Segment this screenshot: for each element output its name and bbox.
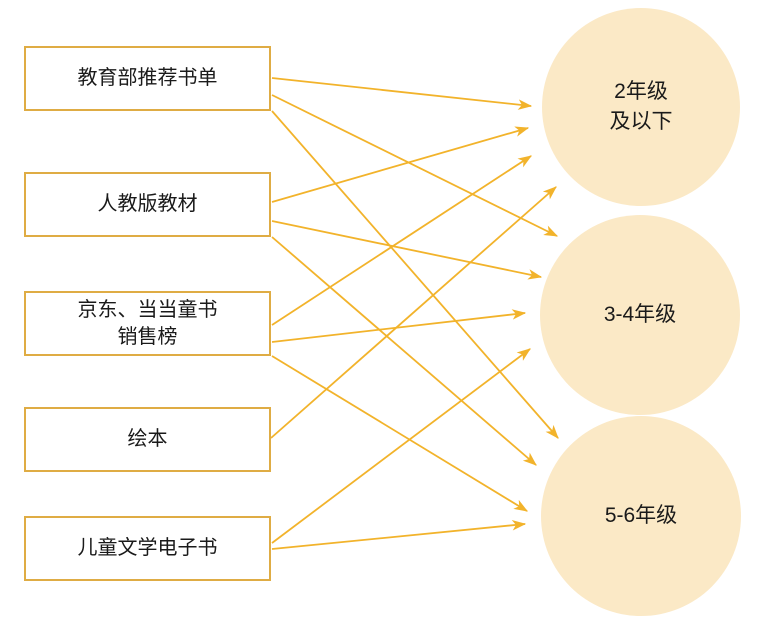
grade-circle-grade-3-4[interactable]: 3-4年级	[540, 215, 740, 415]
source-box-childrens-ebooks[interactable]: 儿童文学电子书	[24, 516, 271, 581]
source-box-pep-textbook[interactable]: 人教版教材	[24, 172, 271, 237]
arrow-pep-textbook-to-grade-2-below	[271, 126, 530, 203]
arrow-pep-textbook-to-grade-3-4	[271, 220, 543, 280]
source-box-label: 京东、当当童书	[77, 298, 218, 321]
source-box-label: 销售榜	[117, 325, 178, 348]
grade-circle-label: 及以下	[609, 110, 673, 133]
arrow-pep-textbook-to-grade-5-6	[271, 236, 537, 466]
grade-circle-label: 5-6年级	[604, 503, 678, 527]
arrow-moe-booklist-to-grade-2-below	[271, 77, 533, 110]
arrow-childrens-ebooks-to-grade-5-6	[271, 520, 527, 550]
source-box-label: 人教版教材	[97, 193, 198, 215]
arrow-jd-dd-bestsellers-to-grade-3-4	[271, 309, 527, 343]
arrow-childrens-ebooks-to-grade-3-4	[271, 348, 531, 544]
grade-circle-grade-5-6[interactable]: 5-6年级	[541, 416, 741, 616]
source-box-moe-booklist[interactable]: 教育部推荐书单	[24, 46, 271, 111]
source-box-jd-dd-bestsellers[interactable]: 京东、当当童书销售榜	[24, 291, 271, 356]
source-box-label: 儿童文学电子书	[77, 537, 218, 559]
arrow-moe-booklist-to-grade-3-4	[271, 94, 559, 237]
source-box-label: 教育部推荐书单	[77, 67, 218, 89]
grade-circle-label: 3-4年级	[603, 302, 677, 326]
arrow-jd-dd-bestsellers-to-grade-2-below	[271, 155, 532, 326]
arrow-moe-booklist-to-grade-5-6	[271, 110, 559, 439]
arrow-picture-books-to-grade-2-below	[270, 186, 557, 439]
arrow-jd-dd-bestsellers-to-grade-5-6	[271, 355, 528, 512]
grade-circle-label: 2年级	[614, 79, 668, 103]
source-box-label: 绘本	[127, 428, 168, 450]
grade-circle-grade-2-below[interactable]: 2年级及以下	[542, 8, 740, 206]
source-box-picture-books[interactable]: 绘本	[24, 407, 271, 472]
